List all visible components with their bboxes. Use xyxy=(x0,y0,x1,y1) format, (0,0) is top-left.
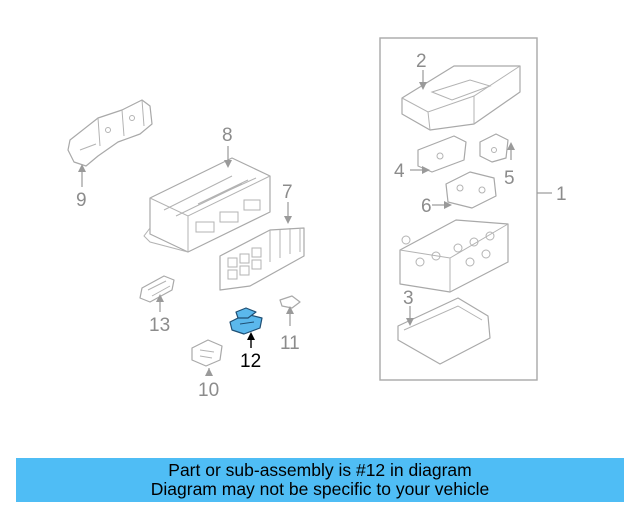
part-5-bracket xyxy=(479,133,509,163)
part-4-plate xyxy=(417,135,467,173)
leader-3 xyxy=(406,306,414,326)
part-10-connector xyxy=(191,339,223,367)
leader-13 xyxy=(156,294,164,312)
callout-11: 11 xyxy=(280,333,300,354)
callout-10: 10 xyxy=(198,380,219,401)
leader-6 xyxy=(432,201,452,209)
callout-13: 13 xyxy=(149,315,170,336)
banner-line-2: Diagram may not be specific to your vehi… xyxy=(150,479,490,499)
part-2-cover xyxy=(401,65,521,131)
assembly-1-frame xyxy=(379,37,538,381)
callout-9: 9 xyxy=(76,190,87,211)
callout-12: 12 xyxy=(240,351,261,372)
callout-5: 5 xyxy=(504,168,515,189)
part-12-highlighted xyxy=(229,307,263,335)
callout-8: 8 xyxy=(222,125,233,146)
leader-9 xyxy=(78,164,86,187)
leader-11 xyxy=(286,306,294,326)
leader-2 xyxy=(419,70,427,90)
callout-3: 3 xyxy=(403,288,414,309)
leader-8 xyxy=(224,146,232,168)
part-11-clip xyxy=(279,295,301,309)
part-1-box-body xyxy=(399,219,509,293)
banner-line-1: Part or sub-assembly is #12 in diagram xyxy=(168,460,472,480)
callout-2: 2 xyxy=(416,51,427,72)
leader-5 xyxy=(507,142,515,160)
leader-10 xyxy=(205,368,213,376)
leader-7 xyxy=(284,202,292,224)
part-7-relay-block xyxy=(219,227,305,291)
part-3-bottom-cover xyxy=(397,297,491,365)
part-8-housing xyxy=(143,157,271,253)
callout-7: 7 xyxy=(282,182,293,203)
part-13-clip xyxy=(139,275,175,303)
callout-4: 4 xyxy=(394,161,405,182)
part-9-bracket xyxy=(67,99,153,167)
leader-12 xyxy=(247,332,255,348)
callout-1: 1 xyxy=(556,184,567,205)
leader-4 xyxy=(410,166,430,174)
part-6-link xyxy=(445,171,497,209)
info-banner: Part or sub-assembly is #12 in diagram D… xyxy=(16,458,624,502)
callout-6: 6 xyxy=(421,196,432,217)
